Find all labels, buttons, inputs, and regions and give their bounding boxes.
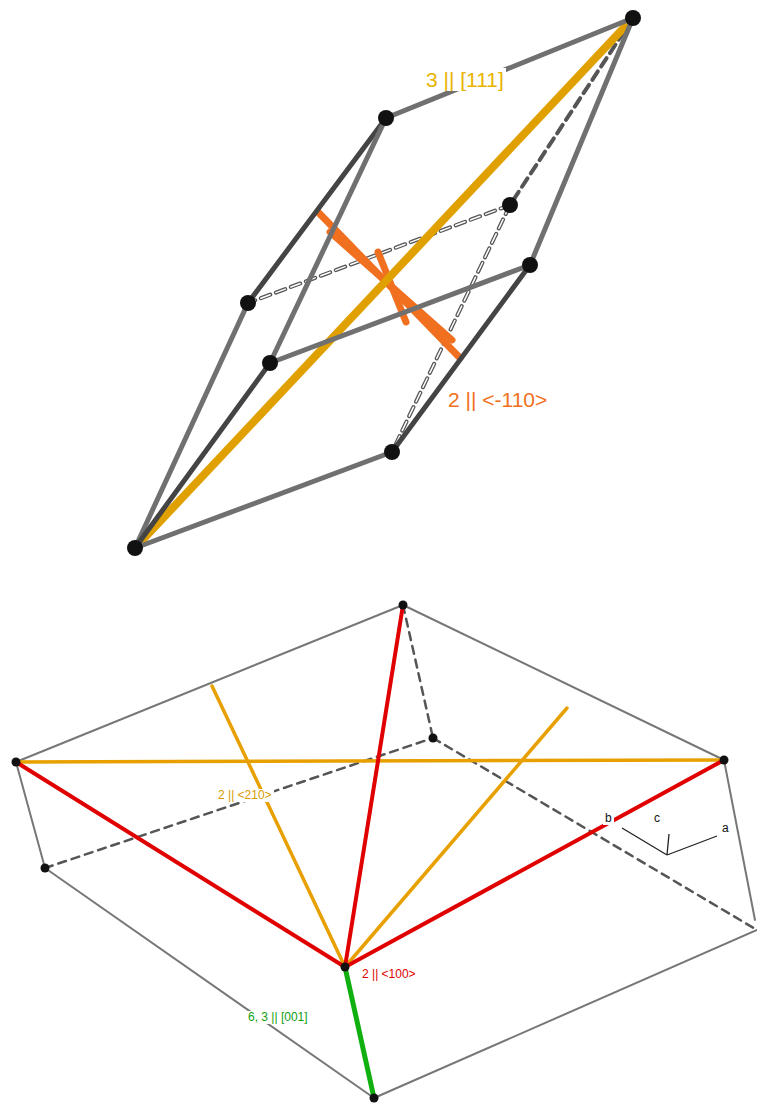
axis-label: 2 || <210> (216, 789, 274, 802)
hidden-edge (510, 18, 633, 205)
axis-label: 6, 3 || [001] (246, 1011, 310, 1024)
sixfold-axis (345, 967, 374, 1098)
axis-label: 3 || [111] (424, 68, 506, 91)
rhombohedral-cell (127, 10, 641, 556)
axis-tripod (622, 828, 717, 855)
threefold-axis (135, 18, 633, 548)
hidden-edge (392, 205, 510, 452)
axis-name: b (603, 812, 614, 825)
axis-name: c (652, 812, 662, 825)
hidden-edge (392, 205, 510, 452)
axis-name: a (720, 822, 731, 835)
axis-label: 2 || <-110> (446, 388, 549, 411)
hexagonal-cell (12, 601, 757, 1103)
axis-label: 2 || <100> (360, 968, 418, 981)
